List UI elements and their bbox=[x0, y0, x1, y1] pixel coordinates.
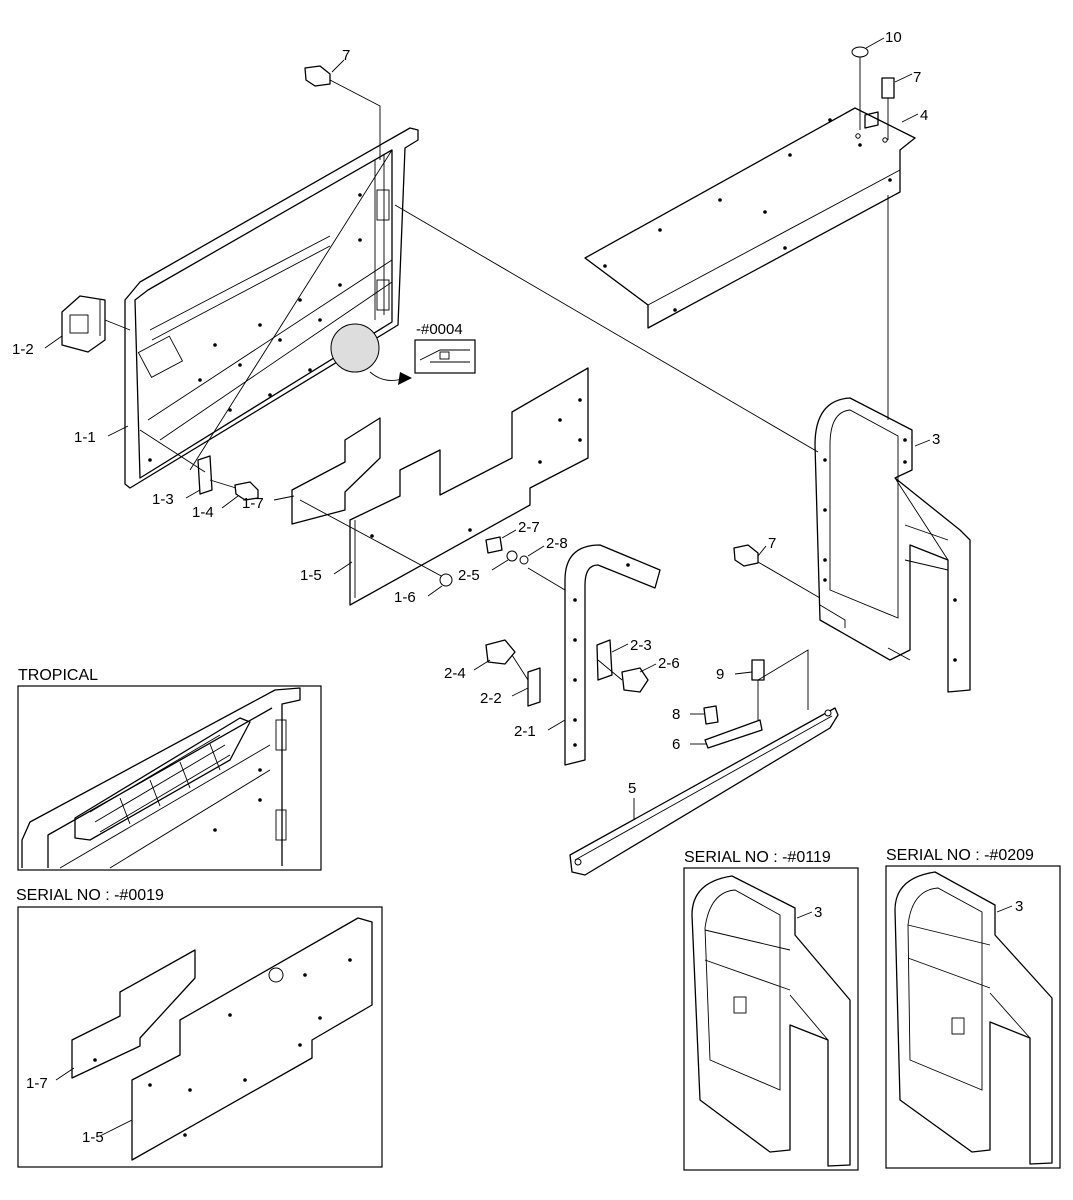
bolt-7-top bbox=[864, 77, 895, 140]
callout-6: 6 bbox=[672, 736, 680, 753]
callout-1-6: 1-6 bbox=[394, 589, 416, 606]
callout-1-5: 1-5 bbox=[300, 567, 322, 584]
inset-0119-callout-3: 3 bbox=[814, 904, 822, 921]
inset-0119-title: SERIAL NO : -#0119 bbox=[684, 849, 831, 866]
rail-5 bbox=[569, 707, 839, 876]
assembly-leaders bbox=[394, 195, 889, 453]
detail-magnifier bbox=[330, 323, 476, 385]
callout-2-4: 2-4 bbox=[444, 665, 466, 682]
inset-0019-callout-1-7: 1-7 bbox=[26, 1075, 48, 1092]
callout-3: 3 bbox=[932, 431, 940, 448]
foam-1-7 bbox=[291, 417, 381, 525]
callout-2-8: 2-8 bbox=[546, 535, 568, 552]
callout-1-7: 1-7 bbox=[242, 495, 264, 512]
bracket-3 bbox=[814, 397, 971, 693]
callout-7-upper: 7 bbox=[342, 47, 350, 64]
inset-0209-title: SERIAL NO : -#0209 bbox=[886, 847, 1034, 864]
inset-tropical: TROPICAL bbox=[17, 667, 322, 871]
bracket-2-1 bbox=[527, 544, 661, 766]
cover-1-5 bbox=[299, 367, 589, 606]
bolt-1-4 bbox=[209, 479, 259, 501]
callouts: 7 10 7 4 1-2 -#0004 1-1 3 1-3 1-4 1-7 2-… bbox=[12, 29, 940, 820]
callout-2-1: 2-1 bbox=[514, 723, 536, 740]
callout-7-mid: 7 bbox=[768, 535, 776, 552]
callout-9: 9 bbox=[716, 666, 724, 683]
callout-2-6: 2-6 bbox=[658, 655, 680, 672]
latch-1-2 bbox=[61, 295, 131, 353]
inset-tropical-title: TROPICAL bbox=[18, 667, 98, 684]
callout-2-2: 2-2 bbox=[480, 690, 502, 707]
inset-0019-title: SERIAL NO : -#0019 bbox=[16, 887, 164, 904]
callout-8: 8 bbox=[672, 706, 680, 723]
fasteners-2 bbox=[485, 536, 649, 707]
callout-5: 5 bbox=[628, 780, 636, 797]
callout-1-2: 1-2 bbox=[12, 341, 34, 358]
hardware-9-8-6 bbox=[703, 649, 809, 749]
bolt-7-mid bbox=[733, 544, 821, 599]
callout-2-7: 2-7 bbox=[518, 519, 540, 536]
plate-4 bbox=[584, 107, 916, 329]
callout-2-5: 2-5 bbox=[458, 567, 480, 584]
inset-serial-0209: SERIAL NO : -#0209 3 bbox=[885, 847, 1061, 1169]
callout-0004: -#0004 bbox=[416, 321, 463, 338]
callout-1-4: 1-4 bbox=[192, 504, 214, 521]
callout-10: 10 bbox=[885, 29, 902, 46]
cap-10 bbox=[851, 46, 869, 130]
inset-0019-callout-1-5: 1-5 bbox=[82, 1129, 104, 1146]
inset-serial-0119: SERIAL NO : -#0119 3 bbox=[683, 849, 859, 1171]
clip-1-3 bbox=[139, 429, 213, 495]
callout-1-3: 1-3 bbox=[152, 491, 174, 508]
panel-1-1 bbox=[124, 127, 419, 489]
callout-1-1: 1-1 bbox=[74, 429, 96, 446]
bolt-7-upper bbox=[304, 65, 381, 160]
inset-0209-callout-3: 3 bbox=[1015, 898, 1023, 915]
callout-4: 4 bbox=[920, 107, 928, 124]
callout-2-3: 2-3 bbox=[630, 637, 652, 654]
inset-serial-0019: SERIAL NO : -#0019 1-7 1-5 bbox=[16, 887, 383, 1168]
callout-7-top: 7 bbox=[913, 69, 921, 86]
